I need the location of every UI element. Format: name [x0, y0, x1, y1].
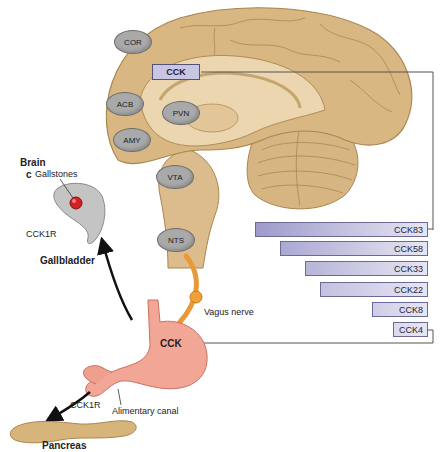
- brain-region-oval: VTA: [156, 165, 194, 189]
- node-text: CCK58: [394, 244, 423, 254]
- node-text: CCK4: [399, 325, 423, 335]
- peptide-bar: CCK22: [320, 282, 428, 297]
- annotation-label: Alimentary canal: [112, 406, 179, 417]
- annotation-label: Pancreas: [42, 440, 86, 451]
- brain-region-oval: COR: [114, 30, 152, 54]
- annotation-label: Vagus nerve: [204, 307, 254, 318]
- annotation-label: c: [26, 169, 32, 180]
- node-text: CCK33: [394, 264, 423, 274]
- node-text: NTS: [168, 236, 184, 245]
- peptide-bar: CCK83: [255, 222, 428, 237]
- node-text: ACB: [117, 100, 133, 109]
- node-text: CCK22: [394, 285, 423, 295]
- peptide-box: CCK: [152, 64, 200, 80]
- brain-region-oval: PVN: [162, 101, 200, 125]
- node-text: PVN: [173, 109, 189, 118]
- node-text: VTA: [168, 173, 183, 182]
- brain-region-oval: ACB: [106, 92, 144, 116]
- node-text: CCK8: [399, 305, 423, 315]
- peptide-bar: CCK4: [393, 322, 428, 337]
- peptide-bar: CCK58: [280, 241, 428, 256]
- annotation-label: CCK1R: [26, 229, 57, 240]
- annotation-label: Brain: [20, 157, 46, 168]
- node-text: AMY: [123, 136, 140, 145]
- node-text: CCK83: [394, 225, 423, 235]
- brain-region-oval: AMY: [113, 128, 151, 152]
- node-text: COR: [124, 38, 142, 47]
- brain-region-oval: NTS: [157, 228, 195, 252]
- annotation-label: CCK1R: [70, 400, 101, 411]
- annotation-label: Gallbladder: [40, 255, 95, 266]
- annotation-label: CCK: [160, 338, 182, 349]
- peptide-bar: CCK33: [305, 261, 428, 276]
- annotation-label: Gallstones: [35, 169, 78, 180]
- node-text: CCK: [166, 67, 186, 77]
- peptide-bar: CCK8: [372, 302, 428, 317]
